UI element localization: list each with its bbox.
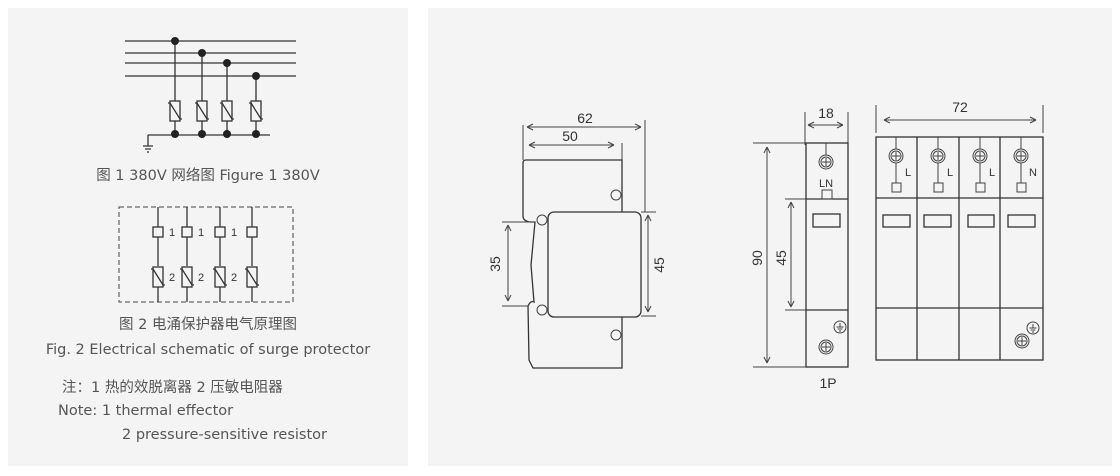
dim-45-front: 45: [773, 250, 789, 266]
label-1: 1: [169, 227, 175, 239]
label-2: 2: [169, 272, 175, 284]
figure1-network-diagram: [125, 37, 296, 153]
dim-18: 18: [818, 105, 834, 121]
figure1-caption: 图 1 380V 网络图 Figure 1 380V: [96, 167, 320, 184]
pole-label: L: [989, 167, 995, 179]
label-1: 1: [231, 227, 237, 239]
note-en-2: 2 pressure-sensitive resistor: [122, 427, 327, 443]
indicator-window: [812, 213, 841, 228]
pole-label: L: [947, 167, 953, 179]
pole-label: N: [1029, 167, 1037, 179]
dim-50: 50: [562, 128, 578, 144]
right-panel: [428, 8, 1112, 466]
thermal-fuse-icon: [246, 226, 258, 238]
thermal-fuse-icon: [214, 226, 226, 238]
side-view: [502, 120, 656, 369]
front-view-1p: [753, 112, 849, 368]
screw-terminal-icon: [1013, 148, 1029, 164]
figure2-caption-cn: 图 2 电涌保护器电气原理图: [119, 316, 297, 333]
screw-terminal-icon: [972, 148, 988, 164]
thermal-fuse-icon: [181, 226, 193, 238]
label-2: 2: [231, 272, 237, 284]
label-1: 1: [198, 227, 204, 239]
figure2-schematic: [118, 206, 294, 303]
dim-90: 90: [749, 250, 765, 266]
note-en-1: Note: 1 thermal effector: [58, 403, 233, 419]
note-cn: 注：1 热的效脱离器 2 压敏电阻器: [62, 379, 283, 396]
dim-35: 35: [487, 256, 503, 272]
screw-terminal-icon: [930, 148, 946, 164]
screw-terminal-icon: [818, 339, 834, 355]
front-view-4p: [875, 105, 1044, 361]
terminal-label-ln: LN: [819, 178, 833, 190]
pole-label: L: [905, 167, 911, 179]
dim-62: 62: [577, 110, 593, 126]
screw-terminal-icon: [888, 148, 904, 164]
caption-1p: 1P: [819, 375, 836, 391]
left-panel: [8, 8, 408, 466]
screw-terminal-icon: [1014, 333, 1030, 349]
label-2: 2: [198, 272, 204, 284]
dim-72: 72: [952, 99, 968, 115]
figure2-caption-en: Fig. 2 Electrical schematic of surge pro…: [46, 342, 370, 358]
screw-terminal-icon: [818, 154, 834, 170]
dim-45-side: 45: [651, 257, 667, 273]
thermal-fuse-icon: [152, 226, 164, 238]
